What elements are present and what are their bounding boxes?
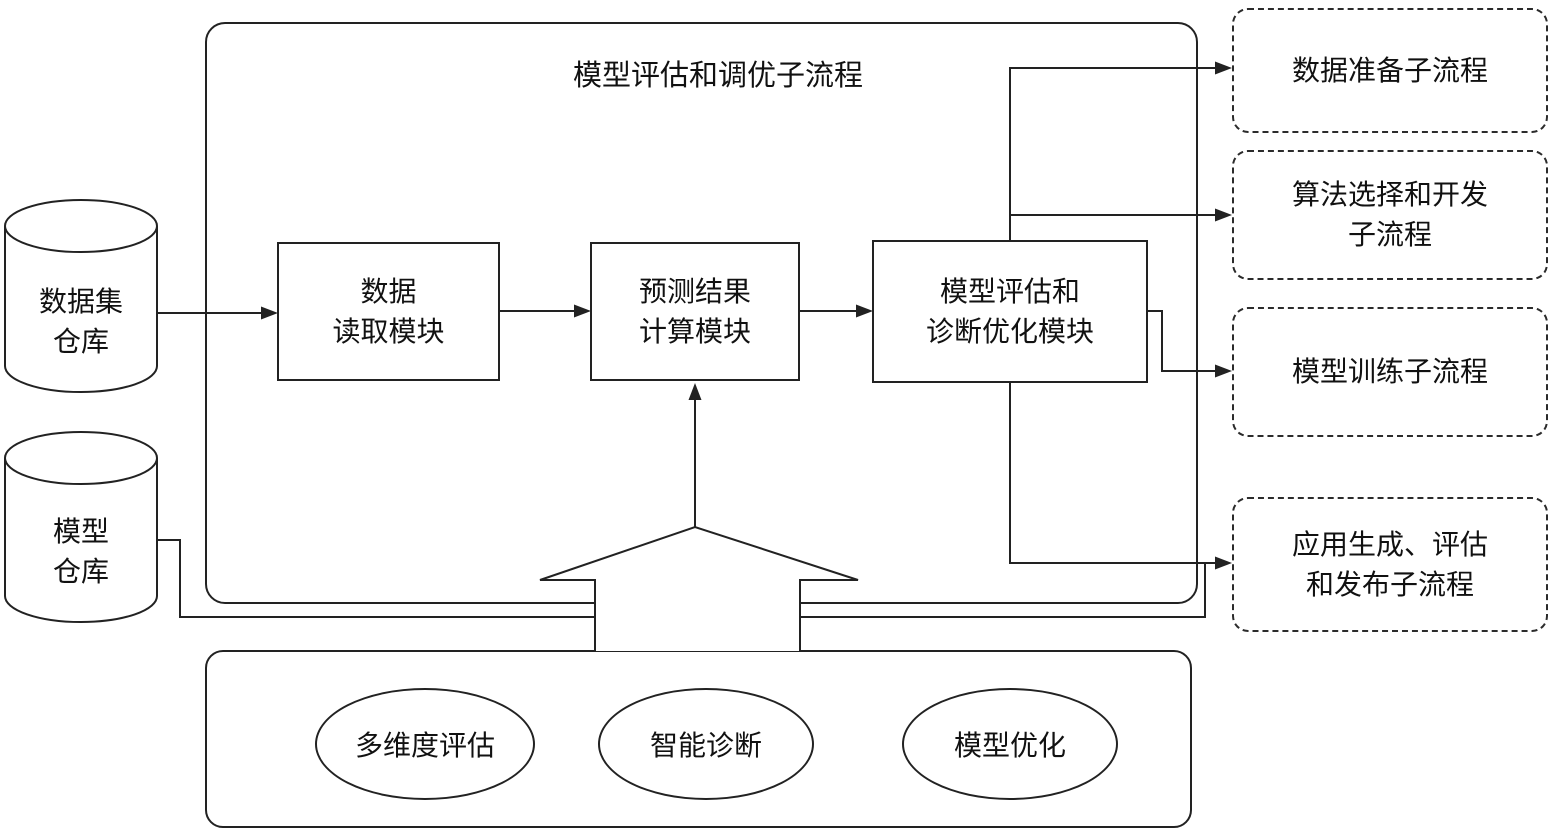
- app-publish-subprocess-label-line2: 和发布子流程: [1305, 568, 1474, 600]
- multi-dimensional-evaluation-ellipse: 多维度评估: [315, 688, 535, 800]
- dataset-warehouse-label-line1: 数据集: [38, 286, 123, 317]
- algorithm-dev-subprocess-label-line1: 算法选择和开发: [1291, 179, 1488, 210]
- arrowhead-into-training: [1215, 364, 1232, 378]
- app-publish-subprocess-label-line1: 应用生成、评估: [1291, 528, 1488, 560]
- prediction-calc-module-label-line1: 预测结果: [638, 275, 751, 307]
- app-publish-subprocess-box: 应用生成、评估 和发布子流程: [1232, 497, 1548, 632]
- data-read-module-label-line1: 数据: [360, 275, 417, 307]
- arrowhead-into-algorithm: [1215, 208, 1232, 222]
- arrowhead-into-publish: [1215, 556, 1232, 570]
- algorithm-dev-subprocess-box: 算法选择和开发 子流程: [1232, 150, 1548, 280]
- dataset-warehouse-label-line2: 仓库: [52, 326, 109, 357]
- arrowhead-into-dataprep: [1215, 61, 1232, 75]
- intelligent-diagnosis-ellipse: 智能诊断: [598, 688, 814, 800]
- data-read-module-box: 数据 读取模块: [277, 242, 500, 381]
- model-optimization-ellipse: 模型优化: [902, 688, 1118, 800]
- data-prep-subprocess-box: 数据准备子流程: [1232, 8, 1548, 133]
- diagram-title: 模型评估和调优子流程: [572, 60, 863, 92]
- model-warehouse-label-line1: 模型: [52, 516, 109, 547]
- evaluation-diagnosis-module-label-line1: 模型评估和: [939, 275, 1080, 307]
- data-read-module-label-line2: 读取模块: [332, 315, 445, 347]
- model-warehouse-label-line2: 仓库: [52, 556, 109, 587]
- model-training-subprocess-box: 模型训练子流程: [1232, 307, 1548, 437]
- model-training-subprocess-label: 模型训练子流程: [1291, 356, 1488, 387]
- evaluation-diagnosis-module-label-line2: 诊断优化模块: [925, 315, 1094, 347]
- multi-dimensional-evaluation-label: 多维度评估: [354, 730, 495, 761]
- prediction-calc-module-box: 预测结果 计算模块: [590, 242, 800, 381]
- prediction-calc-module-label-line2: 计算模块: [638, 315, 751, 347]
- capabilities-container: [205, 650, 1192, 828]
- model-warehouse-label: 模型 仓库: [5, 512, 157, 596]
- intelligent-diagnosis-label: 智能诊断: [649, 730, 762, 761]
- model-optimization-label: 模型优化: [953, 730, 1066, 761]
- algorithm-dev-subprocess-label-line2: 子流程: [1347, 219, 1432, 250]
- data-prep-subprocess-label: 数据准备子流程: [1291, 54, 1488, 86]
- evaluation-diagnosis-module-box: 模型评估和 诊断优化模块: [872, 240, 1148, 383]
- dataset-warehouse-label: 数据集 仓库: [5, 282, 157, 366]
